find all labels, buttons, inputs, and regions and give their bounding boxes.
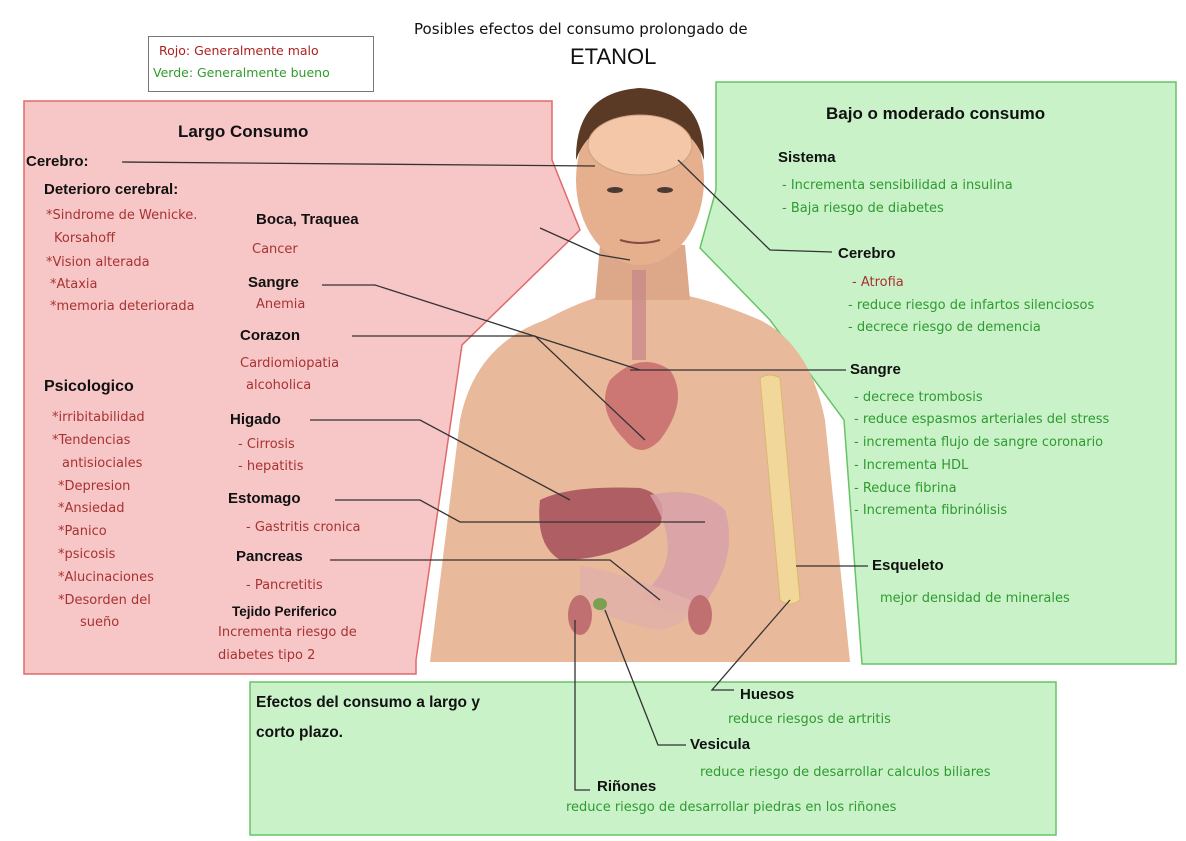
figure-title: Posibles efectos del consumo prolongado … xyxy=(414,20,748,38)
higado-label: Higado xyxy=(230,411,281,428)
deterioro-label: Deterioro cerebral: xyxy=(44,181,179,198)
psicologico-item: *Panico xyxy=(58,524,107,539)
moderate-panel xyxy=(699,81,1177,665)
tejido-item: diabetes tipo 2 xyxy=(218,648,316,663)
psicologico-item: *Alucinaciones xyxy=(58,570,154,585)
sistema-item: - Baja riesgo de diabetes xyxy=(782,201,944,216)
sangre-item: Anemia xyxy=(256,297,306,312)
vesicula-label: Vesicula xyxy=(690,736,751,753)
pancreas-label: Pancreas xyxy=(236,548,303,565)
psicologico-item: *Desorden del xyxy=(58,593,151,608)
sistema-label: Sistema xyxy=(778,149,836,166)
rinones-label: Riñones xyxy=(597,778,657,795)
pancreas-item: - Pancretitis xyxy=(246,578,323,593)
tejido-item: Incrementa riesgo de xyxy=(218,625,357,640)
estomago-item: - Gastritis cronica xyxy=(246,520,361,535)
psicologico-item: sueño xyxy=(80,615,120,630)
boca-item: Cancer xyxy=(252,242,298,257)
brain-shape xyxy=(587,114,693,176)
sangre-moderate-label: Sangre xyxy=(850,361,901,378)
psicologico-label: Psicologico xyxy=(44,378,134,395)
psicologico-item: antisiociales xyxy=(62,456,143,471)
connector-lines xyxy=(121,159,868,791)
rinones-item: reduce riesgo de desarrollar piedras en … xyxy=(566,800,897,815)
figure-subject: ETANOL xyxy=(570,44,657,69)
higado-item: - Cirrosis xyxy=(238,437,295,452)
long-term-header: Largo Consumo xyxy=(178,122,309,141)
cerebro-moderate-item: - reduce riesgo de infartos silenciosos xyxy=(848,298,1095,313)
cerebro-moderate-item: - decrece riesgo de demencia xyxy=(848,320,1041,335)
boca-label: Boca, Traquea xyxy=(256,211,359,228)
psicologico-item: *Tendencias xyxy=(52,433,131,448)
legend-red-label: Rojo: Generalmente malo xyxy=(159,43,319,58)
long-term-panel xyxy=(23,100,581,675)
psicologico-item: *irribitabilidad xyxy=(52,410,145,425)
deterioro-item: *Sindrome de Wenicke. xyxy=(46,208,198,223)
deterioro-item: Korsahoff xyxy=(54,231,116,246)
cerebro-moderate-bad-item: - Atrofia xyxy=(852,275,904,290)
liver-shape xyxy=(539,487,663,560)
corazon-item: Cardiomiopatia xyxy=(240,356,340,371)
higado-item: - hepatitis xyxy=(238,459,304,474)
sangre-moderate-item: - Reduce fibrina xyxy=(854,481,957,496)
tejido-label: Tejido Periferico xyxy=(232,604,337,619)
legend-green-label: Verde: Generalmente bueno xyxy=(153,65,330,80)
sangre-moderate-item: - decrece trombosis xyxy=(854,390,983,405)
heart-shape xyxy=(605,362,678,450)
huesos-label: Huesos xyxy=(740,686,795,703)
sistema-item: - Incrementa sensibilidad a insulina xyxy=(782,178,1013,193)
deterioro-item: *memoria deteriorada xyxy=(50,299,195,314)
both-header-line1: Efectos del consumo a largo y xyxy=(256,694,480,711)
psicologico-item: *Ansiedad xyxy=(58,501,125,516)
estomago-label: Estomago xyxy=(228,490,301,507)
sangre-moderate-item: - Incrementa fibrinólisis xyxy=(854,503,1008,518)
deterioro-item: *Ataxia xyxy=(50,277,98,292)
both-header-line2: corto plazo. xyxy=(256,724,343,741)
stomach-shape xyxy=(640,492,730,613)
both-panel xyxy=(249,681,1057,836)
deterioro-item: *Vision alterada xyxy=(46,255,150,270)
psicologico-item: *Depresion xyxy=(58,479,131,494)
color-legend: Rojo: Generalmente malo Verde: Generalme… xyxy=(148,36,374,92)
psicologico-item: *psicosis xyxy=(58,547,116,562)
esqueleto-item: mejor densidad de minerales xyxy=(880,591,1070,606)
corazon-item: alcoholica xyxy=(246,378,312,393)
esqueleto-label: Esqueleto xyxy=(872,557,944,574)
moderate-header: Bajo o moderado consumo xyxy=(826,104,1046,123)
cerebro-label: Cerebro: xyxy=(26,153,89,170)
arm-bone-shape xyxy=(759,374,801,605)
cerebro-moderate-label: Cerebro xyxy=(838,245,896,262)
sangre-moderate-item: - reduce espasmos arteriales del stress xyxy=(854,412,1110,427)
huesos-item: reduce riesgos de artritis xyxy=(728,712,891,727)
sangre-moderate-item: - incrementa flujo de sangre coronario xyxy=(854,435,1104,450)
corazon-label: Corazon xyxy=(240,327,300,344)
sangre-label: Sangre xyxy=(248,274,299,291)
sangre-moderate-item: - Incrementa HDL xyxy=(854,458,969,473)
vesicula-item: reduce riesgo de desarrollar calculos bi… xyxy=(700,765,991,780)
